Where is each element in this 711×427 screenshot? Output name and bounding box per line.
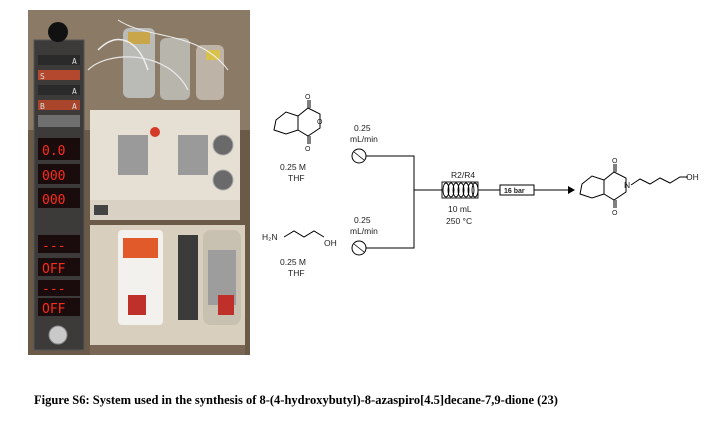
anhydride-ring-o: O <box>317 119 323 126</box>
figure-caption: Figure S6: System used in the synthesis … <box>34 393 558 407</box>
button-letter: S <box>40 72 45 81</box>
led-display: --- <box>42 239 65 254</box>
flow-bottom-value: 0.25 <box>354 215 371 225</box>
reagent-top-solvent: THF <box>288 173 305 183</box>
led-display: --- <box>42 282 65 297</box>
led-display: 0.0 <box>42 144 65 159</box>
reactor-coil-icon <box>441 181 479 199</box>
flow-lines <box>366 155 415 249</box>
reagent-bottom-oh: OH <box>324 238 337 248</box>
flow-top-unit: mL/min <box>350 134 378 144</box>
reactor-label: R2/R4 <box>451 170 475 180</box>
flow-system-photo: A S A B A 0.0 000 000 --- OFF --- OFF <box>28 10 250 355</box>
reactor-temperature: 250 °C <box>446 216 472 226</box>
product-carbonyl-o: O <box>612 158 618 165</box>
button-letter: A <box>72 57 77 66</box>
product-oh: OH <box>686 172 699 182</box>
button-letter: A <box>72 87 77 96</box>
reagent-bottom-conc: 0.25 M <box>280 257 306 267</box>
led-display: 000 <box>42 193 65 208</box>
reagent-top-conc: 0.25 M <box>280 162 306 172</box>
product-carbonyl-o: O <box>612 210 618 217</box>
button-letter: A <box>72 102 77 111</box>
led-display: OFF <box>42 302 66 317</box>
button-letter: B <box>40 102 45 111</box>
flow-top-value: 0.25 <box>354 123 371 133</box>
bpr-label: 16 bar <box>504 188 525 195</box>
anhydride-structure <box>273 100 321 144</box>
product-n: N <box>624 180 630 190</box>
reactor-volume: 10 mL <box>448 204 472 214</box>
led-display: OFF <box>42 262 66 277</box>
reagent-bottom-h2n: H₂N <box>262 232 278 242</box>
led-display: 000 <box>42 169 65 184</box>
reaction-scheme: O O O 0.25 M THF 0.25 mL/min H₂N OH 0.25… <box>262 94 699 278</box>
anhydride-carbonyl-o: O <box>305 94 311 101</box>
flow-bottom-unit: mL/min <box>350 226 378 236</box>
product-structure <box>579 164 688 208</box>
anhydride-carbonyl-o: O <box>305 146 311 153</box>
reagent-bottom-solvent: THF <box>288 268 305 278</box>
